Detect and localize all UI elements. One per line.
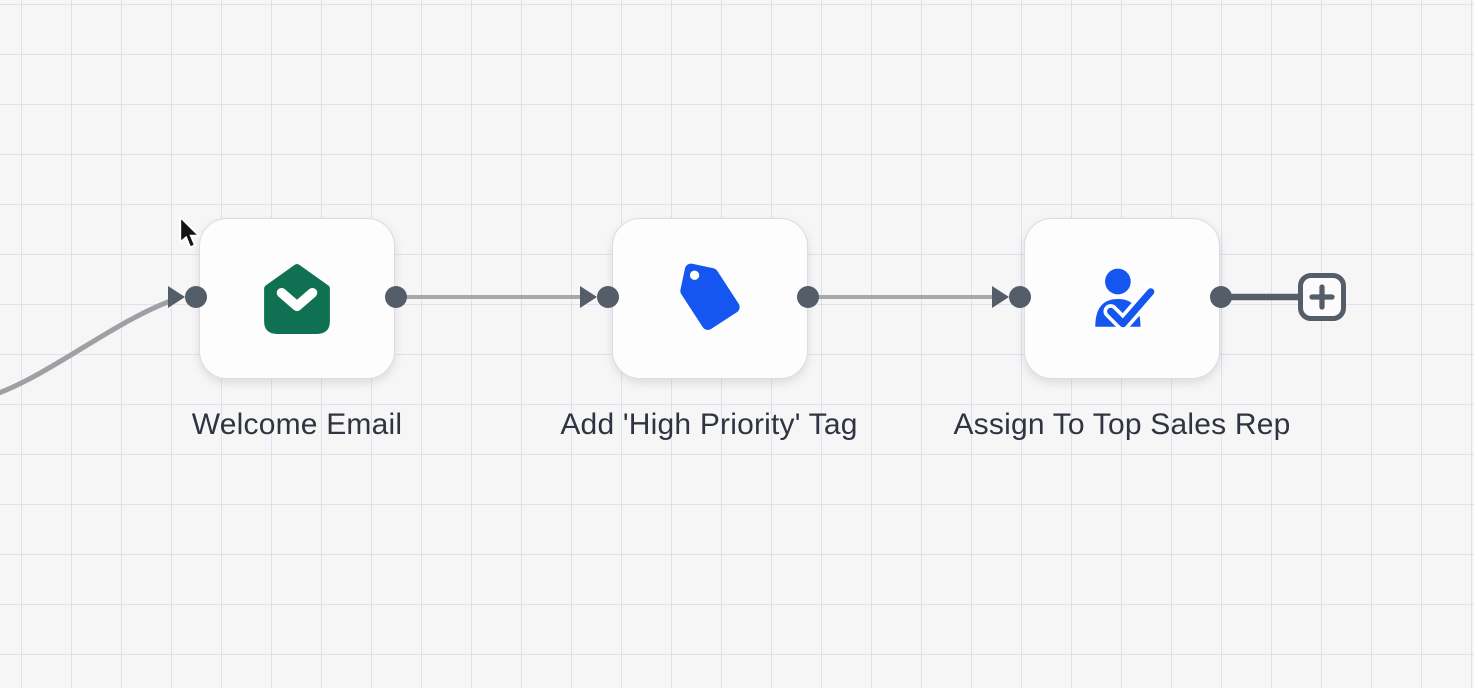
connection-incoming-curve <box>0 296 179 396</box>
arrowhead-into-tag <box>580 286 597 308</box>
open-email-icon <box>264 263 330 334</box>
node-label-assign-to-top-sales-rep: Assign To Top Sales Rep <box>953 408 1291 441</box>
mouse-cursor-icon <box>179 216 202 249</box>
plus-icon <box>1309 284 1335 310</box>
node-add-high-priority-tag[interactable] <box>612 218 808 379</box>
tag-icon <box>680 263 740 330</box>
arrowhead-into-welcome-email <box>168 286 185 308</box>
node-label-welcome-email: Welcome Email <box>191 408 403 441</box>
add-node-button[interactable] <box>1298 273 1346 321</box>
user-check-icon <box>1095 268 1158 331</box>
node-welcome-email[interactable] <box>199 218 395 379</box>
arrowhead-into-assign <box>992 286 1009 308</box>
node-label-add-high-priority-tag: Add 'High Priority' Tag <box>560 408 858 441</box>
node-assign-to-top-sales-rep[interactable] <box>1024 218 1220 379</box>
